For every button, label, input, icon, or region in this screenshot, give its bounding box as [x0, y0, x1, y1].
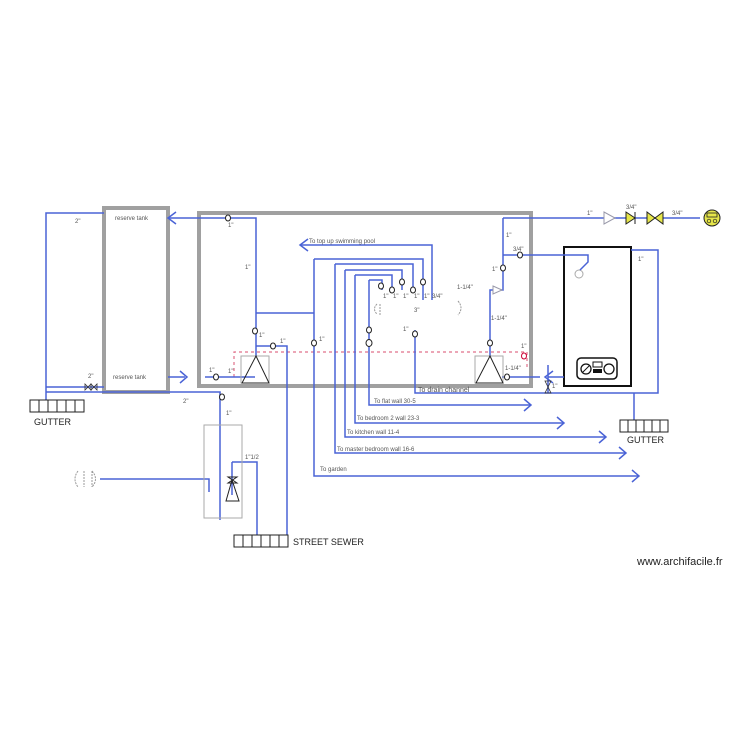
fitting-dome-icon	[374, 300, 462, 316]
top-up-pool-label: To top up swimming pool	[309, 239, 375, 245]
svg-text:1": 1"	[403, 294, 408, 300]
svg-text:3/4": 3/4"	[672, 211, 682, 217]
svg-text:1": 1"	[506, 233, 511, 239]
reserve-tank-label: reserve tank	[113, 375, 147, 381]
svg-text:3/4": 3/4"	[513, 247, 523, 253]
svg-text:2": 2"	[183, 399, 188, 405]
right-gutter-grate	[619, 419, 669, 433]
non-return-triangle-icon	[492, 285, 504, 295]
check-valve-yellow-icon	[625, 211, 636, 225]
left-gutter-grate	[29, 399, 85, 413]
svg-text:1": 1"	[403, 327, 408, 333]
watermark: www.archifacile.fr	[637, 556, 723, 568]
water-meter-icon	[703, 209, 721, 227]
fittings	[213, 214, 527, 401]
svg-text:3/4": 3/4"	[432, 294, 442, 300]
garden-label: To garden	[320, 467, 347, 473]
svg-text:1": 1"	[245, 265, 250, 271]
svg-text:1": 1"	[393, 294, 398, 300]
gutter-label: GUTTER	[34, 417, 71, 427]
svg-text:1": 1"	[259, 333, 264, 339]
drain-dashed-line	[233, 351, 528, 377]
svg-text:1": 1"	[226, 411, 231, 417]
stop-valve-yellow-icon	[646, 211, 664, 225]
right-pump-icon	[474, 354, 504, 384]
reserve-tank-label: reserve tank	[115, 216, 149, 222]
street-sewer-grate	[233, 534, 289, 548]
svg-text:1-1/4": 1-1/4"	[491, 316, 507, 322]
svg-text:1-1/4": 1-1/4"	[457, 285, 473, 291]
master-bedroom-wall-label: To master bedroom wall 16-6	[337, 447, 415, 453]
svg-text:3/4": 3/4"	[626, 205, 636, 211]
svg-text:1": 1"	[492, 267, 497, 273]
gutter-label: GUTTER	[627, 435, 664, 445]
svg-text:1-1/4": 1-1/4"	[505, 366, 521, 372]
reserve-tank	[102, 206, 170, 394]
svg-text:3": 3"	[414, 308, 419, 314]
street-sewer-label: STREET SEWER	[293, 537, 364, 547]
kitchen-wall-label: To kitchen wall 11-4	[347, 430, 400, 436]
svg-text:1"1/2: 1"1/2	[245, 455, 259, 461]
svg-text:1": 1"	[209, 368, 214, 374]
inlet-triangle-icon	[603, 211, 617, 225]
svg-text:2": 2"	[75, 219, 80, 225]
left-pump-icon	[240, 354, 270, 384]
svg-text:1": 1"	[280, 339, 285, 345]
drain-channel-label: To drain channel	[418, 387, 470, 394]
svg-text:1": 1"	[521, 344, 526, 350]
svg-text:1": 1"	[414, 294, 419, 300]
svg-text:1": 1"	[638, 257, 643, 263]
svg-text:1": 1"	[228, 223, 233, 229]
svg-text:1": 1"	[319, 337, 324, 343]
svg-text:1": 1"	[424, 294, 429, 300]
pipe-size-labels: 2" 2" 2" 1" 1" 1" 1" 1" 1" 1" 1" 1" 1" 1…	[75, 205, 682, 461]
svg-text:1": 1"	[228, 369, 233, 375]
main-enclosure	[197, 211, 533, 388]
bedroom2-wall-label: To bedroom 2 wall 23-3	[357, 416, 420, 422]
svg-text:1": 1"	[587, 211, 592, 217]
svg-text:2": 2"	[88, 374, 93, 380]
boiler-outlet-icon	[574, 269, 584, 279]
check-valve-icon	[544, 380, 552, 394]
boiler	[563, 246, 632, 387]
boiler-control-panel-icon	[576, 357, 618, 380]
gutter-valve-icon	[84, 383, 98, 391]
outdoor-tap-icon	[74, 470, 96, 488]
sump-pit	[203, 424, 243, 519]
svg-text:1": 1"	[552, 384, 557, 390]
sump-pump-icon	[225, 476, 240, 502]
flat-wall-label: To flat wall 30-5	[374, 399, 416, 405]
svg-text:1": 1"	[383, 294, 388, 300]
